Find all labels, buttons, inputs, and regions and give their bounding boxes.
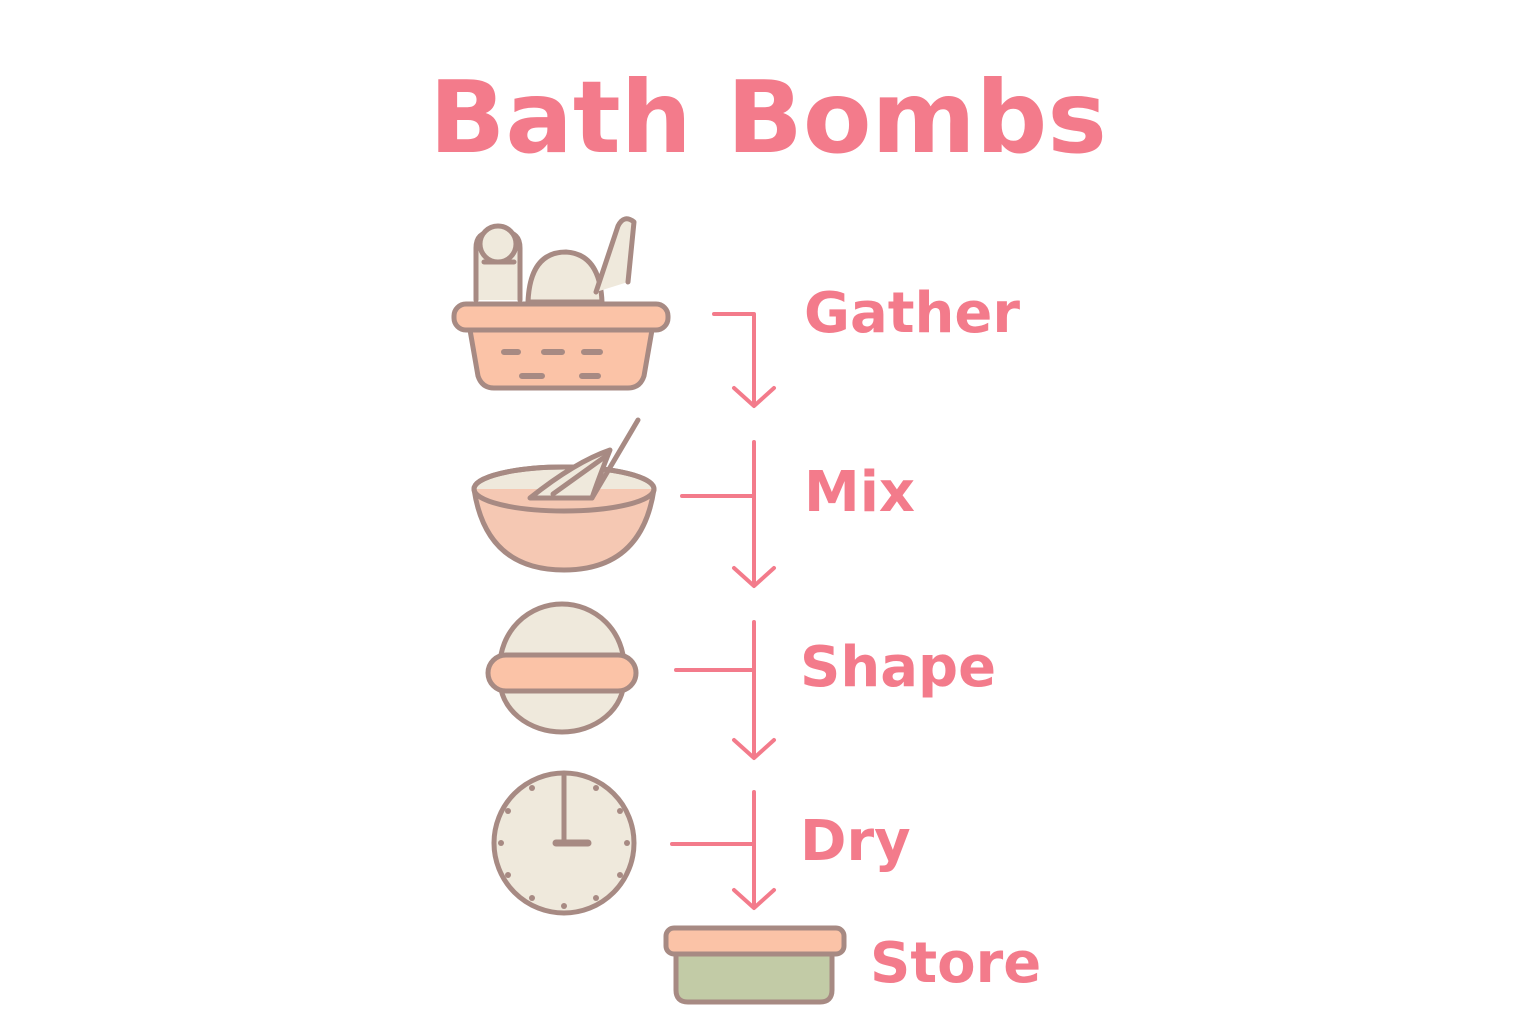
arrowhead-shape (732, 738, 776, 760)
mixing-bowl-icon (471, 417, 657, 573)
connector-shape (674, 620, 756, 758)
step-label-dry: Dry (800, 809, 911, 874)
arrowhead-dry (732, 888, 776, 910)
arrowhead-mix (732, 566, 776, 588)
connector-dry (670, 790, 756, 908)
bath-bomb-mold-icon (485, 601, 639, 735)
flow-connectors (670, 312, 776, 910)
step-label-store: Store (870, 931, 1042, 996)
step-label-shape: Shape (800, 635, 997, 700)
step-label-mix: Mix (804, 460, 916, 525)
clock-icon (491, 770, 637, 916)
connector-gather (712, 312, 756, 406)
connector-mix (680, 440, 756, 586)
page-title: Bath Bombs (429, 59, 1107, 176)
storage-container-icon (663, 925, 847, 1005)
basket-icon (451, 216, 671, 391)
step-label-gather: Gather (804, 281, 1020, 346)
arrowhead-gather (732, 386, 776, 408)
